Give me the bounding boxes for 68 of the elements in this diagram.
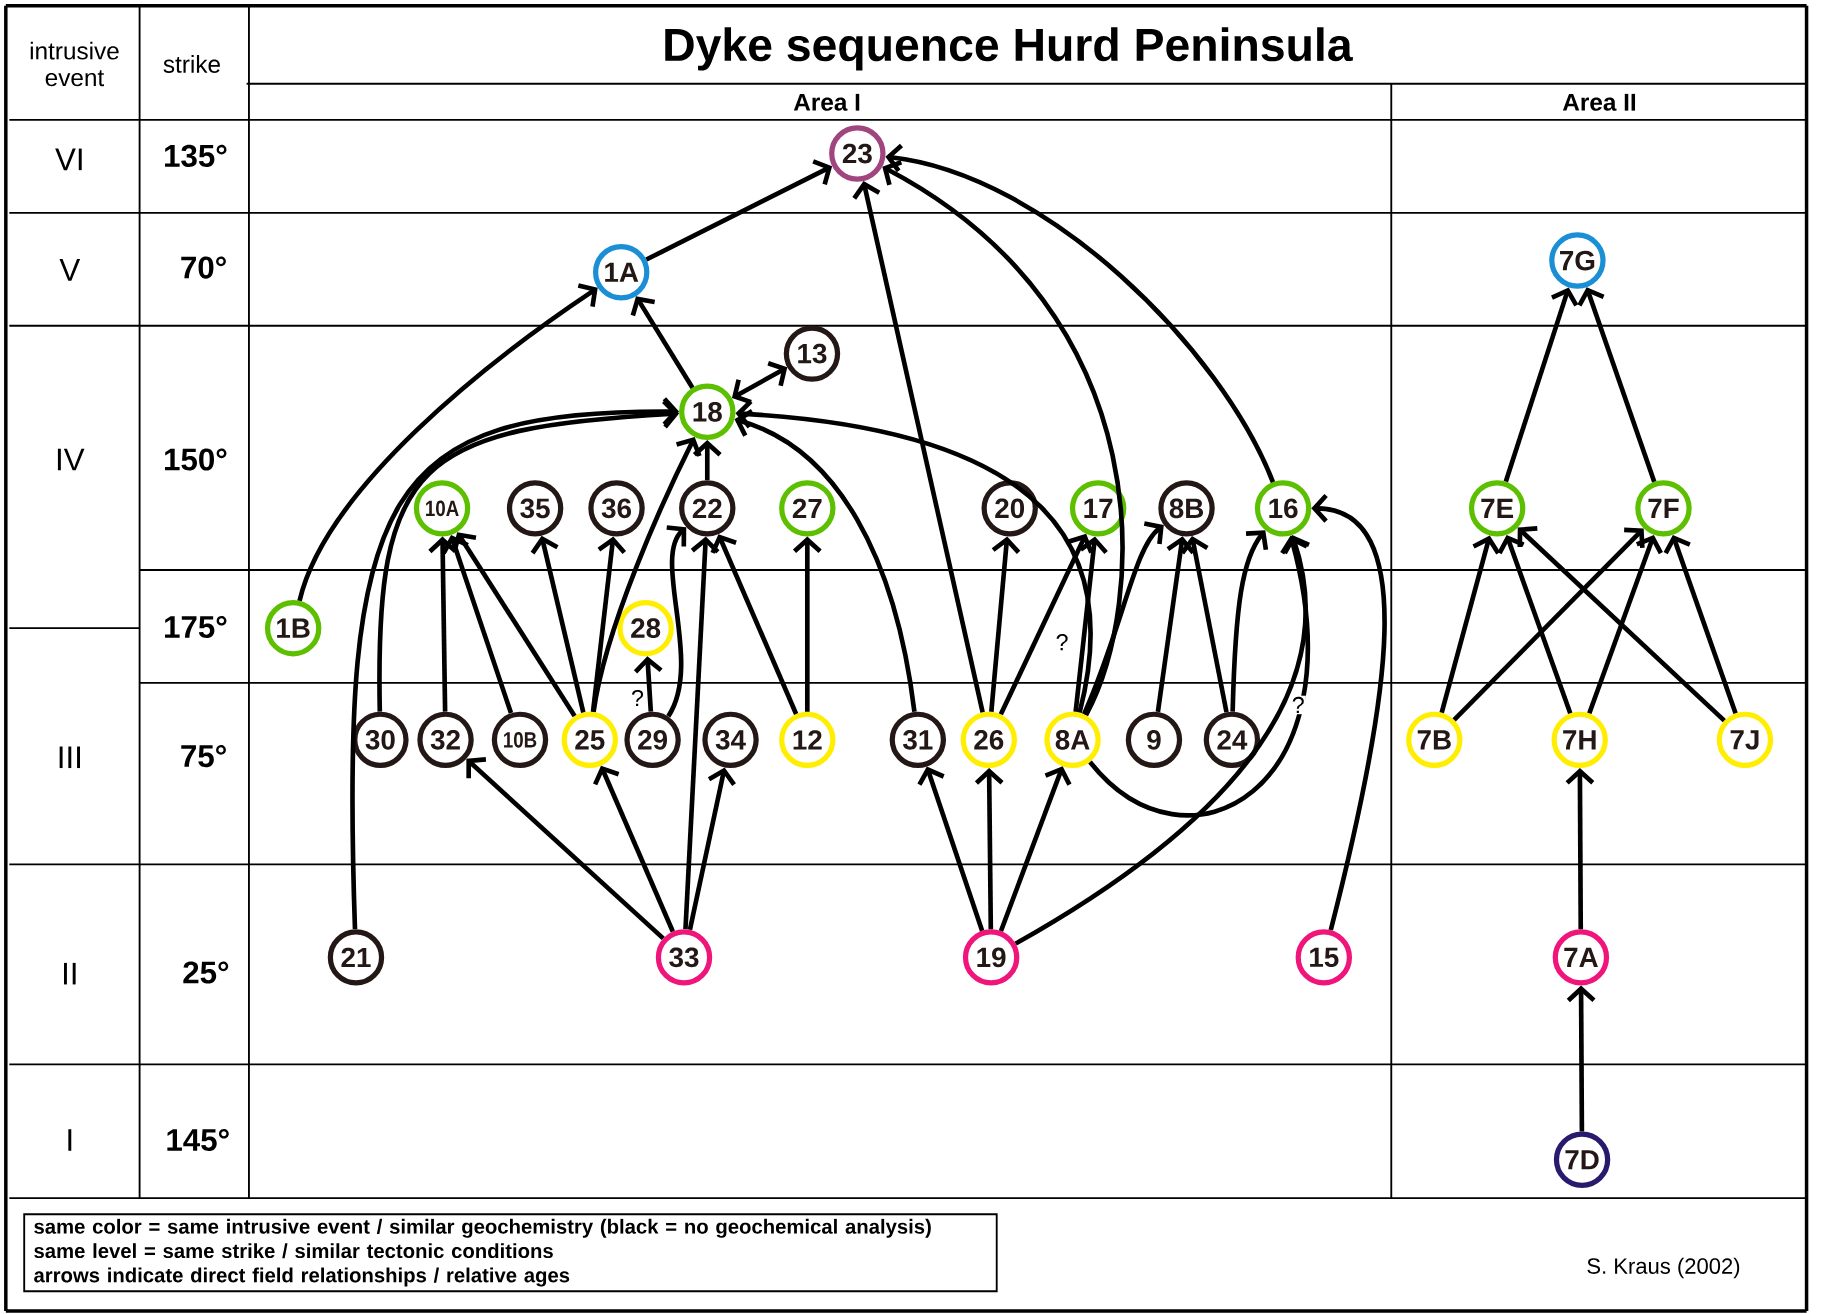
- arrow: [530, 535, 586, 713]
- arrow: [1503, 287, 1579, 482]
- arrow: [297, 282, 598, 602]
- arrow: [687, 767, 736, 931]
- arrow: [1565, 767, 1595, 929]
- arrow: [1452, 527, 1645, 722]
- arrow: [882, 159, 1125, 716]
- column-header: Area I: [793, 93, 860, 111]
- arrow: [1577, 287, 1657, 483]
- arrow: [1497, 534, 1573, 714]
- row-label: 25°: [183, 961, 229, 984]
- row-label: I: [68, 1129, 72, 1151]
- row-label: 145°: [167, 1128, 229, 1151]
- row-label: 135°: [165, 144, 227, 167]
- arrow: [1230, 530, 1269, 712]
- row-label: III: [59, 746, 80, 768]
- arrow: [852, 180, 985, 713]
- arrow: [885, 143, 1276, 483]
- arrow: [590, 536, 627, 712]
- arrow: [917, 766, 985, 932]
- arrow: [1517, 525, 1726, 723]
- arrow: [452, 531, 577, 718]
- arrow: [974, 767, 1004, 929]
- arrow: [350, 396, 680, 929]
- arrow: [466, 756, 665, 940]
- arrow: [683, 536, 720, 930]
- arrow: [593, 765, 675, 933]
- arrow: [731, 360, 788, 405]
- arrow: [989, 536, 1021, 712]
- arrow: [1439, 535, 1501, 713]
- arrow: [645, 159, 833, 262]
- arrow: [710, 534, 799, 715]
- column-header: intrusive event: [30, 41, 119, 86]
- title: Dyke sequence Hurd Peninsula: [665, 27, 1353, 71]
- column-header: Area II: [1562, 93, 1636, 111]
- edge-label: ?: [1290, 695, 1306, 714]
- row-label: V: [59, 258, 81, 281]
- arrow: [1155, 536, 1196, 712]
- edge-label: ?: [629, 688, 646, 707]
- arrow: [998, 766, 1072, 932]
- row-label: IV: [57, 448, 85, 471]
- row-label: II: [64, 962, 76, 985]
- arrow: [792, 536, 822, 712]
- arrow: [1088, 535, 1310, 817]
- arrow: [1081, 520, 1164, 715]
- edge-label: ?: [1054, 632, 1070, 652]
- arrow: [735, 399, 1093, 713]
- row-label: 70°: [181, 256, 226, 279]
- arrow: [998, 533, 1094, 716]
- arrow: [1180, 535, 1229, 713]
- column-header: strike: [163, 54, 220, 73]
- arrow: [1014, 534, 1310, 946]
- row-label: 75°: [181, 744, 226, 767]
- arrow: [630, 296, 695, 389]
- arrow: [734, 408, 917, 712]
- row-label: 150°: [165, 448, 227, 471]
- note-box: same color = same intrusive event / similar geochemistry (black = no geochemical analysis) same level = same strike / similar tectonic conditions arrows indicate direct field relationships / relative ages: [23, 1213, 998, 1292]
- arrow: [1663, 534, 1738, 714]
- credit-text: S. Kraus (2002): [1587, 1257, 1740, 1278]
- arrow: [666, 524, 687, 718]
- arrow: [1566, 985, 1596, 1132]
- row-label: 175°: [165, 615, 227, 638]
- row-label: VI: [55, 148, 82, 170]
- arrow: [377, 399, 680, 712]
- arrow: [441, 534, 514, 714]
- arrow: [1587, 534, 1663, 714]
- arrow: [1311, 493, 1387, 931]
- arrow: [1073, 536, 1108, 712]
